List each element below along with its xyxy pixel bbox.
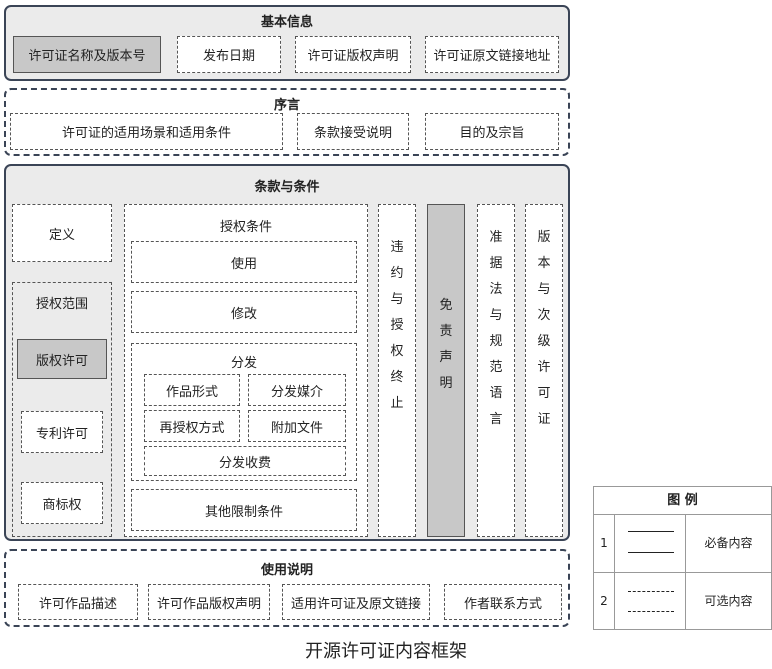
breach-termination-box: 违约与授权终止 [378, 204, 416, 537]
distribution-fee-box: 分发收费 [144, 446, 346, 476]
governing-law-box: 准据法与规范语言 [477, 204, 515, 537]
purpose-box: 目的及宗旨 [425, 113, 559, 150]
other-restrictions-box: 其他限制条件 [131, 489, 357, 531]
grant-conditions-title: 授权条件 [219, 220, 272, 235]
legend-label: 可选内容 [704, 594, 753, 608]
usage-section: 使用说明 许可作品描述 许可作品版权声明 适用许可证及原文链接 作者联系方式 [4, 549, 570, 627]
distribute-title: 分发 [230, 356, 257, 371]
author-contact-box: 作者联系方式 [444, 584, 562, 620]
modify-box: 修改 [131, 291, 357, 333]
legend-row-optional: 2 可选内容 [594, 573, 771, 630]
license-link-box: 许可证原文链接地址 [425, 36, 559, 73]
copyright-license-box: 版权许可 [17, 339, 107, 379]
grant-scope-box: 授权范围 版权许可 专利许可 商标权 [12, 282, 112, 537]
basic-info-title: 基本信息 [260, 15, 313, 30]
legend-label: 必备内容 [704, 536, 753, 550]
disclaimer-text: 免责声明 [439, 298, 453, 391]
legend-index: 2 [594, 573, 615, 630]
patent-license-box: 专利许可 [21, 411, 103, 453]
legend: 图 例 1 必备内容 2 可选内容 [593, 486, 772, 630]
legend-row-required: 1 必备内容 [594, 514, 771, 573]
basic-info-section: 基本信息 许可证名称及版本号 发布日期 许可证版权声明 许可证原文链接地址 [4, 5, 570, 81]
governing-law-text: 准据法与规范语言 [489, 230, 503, 427]
sublicense-box: 再授权方式 [144, 410, 240, 442]
version-sublicense-text: 版本与次级许可证 [537, 230, 551, 427]
use-box: 使用 [131, 241, 357, 283]
clause-acceptance-box: 条款接受说明 [297, 113, 409, 150]
solid-line-sample [628, 552, 674, 553]
legend-divider [685, 573, 686, 630]
legend-divider [685, 514, 686, 572]
work-description-box: 许可作品描述 [18, 584, 138, 620]
solid-line-sample [628, 531, 674, 532]
version-sublicense-box: 版本与次级许可证 [525, 204, 563, 537]
terms-title: 条款与条件 [254, 180, 320, 195]
preface-section: 序言 许可证的适用场景和适用条件 条款接受说明 目的及宗旨 [4, 88, 570, 156]
disclaimer-box: 免责声明 [427, 204, 465, 537]
dashed-line-sample [628, 591, 674, 592]
scenario-conditions-box: 许可证的适用场景和适用条件 [10, 113, 283, 150]
additional-files-box: 附加文件 [248, 410, 346, 442]
legend-index: 1 [594, 514, 615, 572]
figure-caption: 开源许可证内容框架 [305, 641, 467, 662]
preface-title: 序言 [273, 98, 300, 113]
work-copyright-box: 许可作品版权声明 [148, 584, 270, 620]
trademark-box: 商标权 [21, 482, 103, 524]
release-date-box: 发布日期 [177, 36, 281, 73]
distribute-box: 分发 作品形式 分发媒介 再授权方式 附加文件 分发收费 [131, 343, 357, 481]
license-copyright-box: 许可证版权声明 [295, 36, 411, 73]
dashed-line-sample [628, 611, 674, 612]
terms-section: 条款与条件 定义 授权范围 版权许可 专利许可 商标权 授权条件 使用 修改 分… [4, 164, 570, 541]
license-name-version-box: 许可证名称及版本号 [13, 36, 161, 73]
work-form-box: 作品形式 [144, 374, 240, 406]
distribution-media-box: 分发媒介 [248, 374, 346, 406]
definition-box: 定义 [12, 204, 112, 262]
breach-termination-text: 违约与授权终止 [390, 240, 404, 411]
grant-conditions-box: 授权条件 使用 修改 分发 作品形式 分发媒介 再授权方式 附加文件 分发收费 … [124, 204, 368, 537]
applicable-license-box: 适用许可证及原文链接 [282, 584, 430, 620]
legend-title: 图 例 [594, 487, 771, 515]
grant-scope-title: 授权范围 [35, 297, 88, 312]
usage-title: 使用说明 [260, 563, 313, 578]
